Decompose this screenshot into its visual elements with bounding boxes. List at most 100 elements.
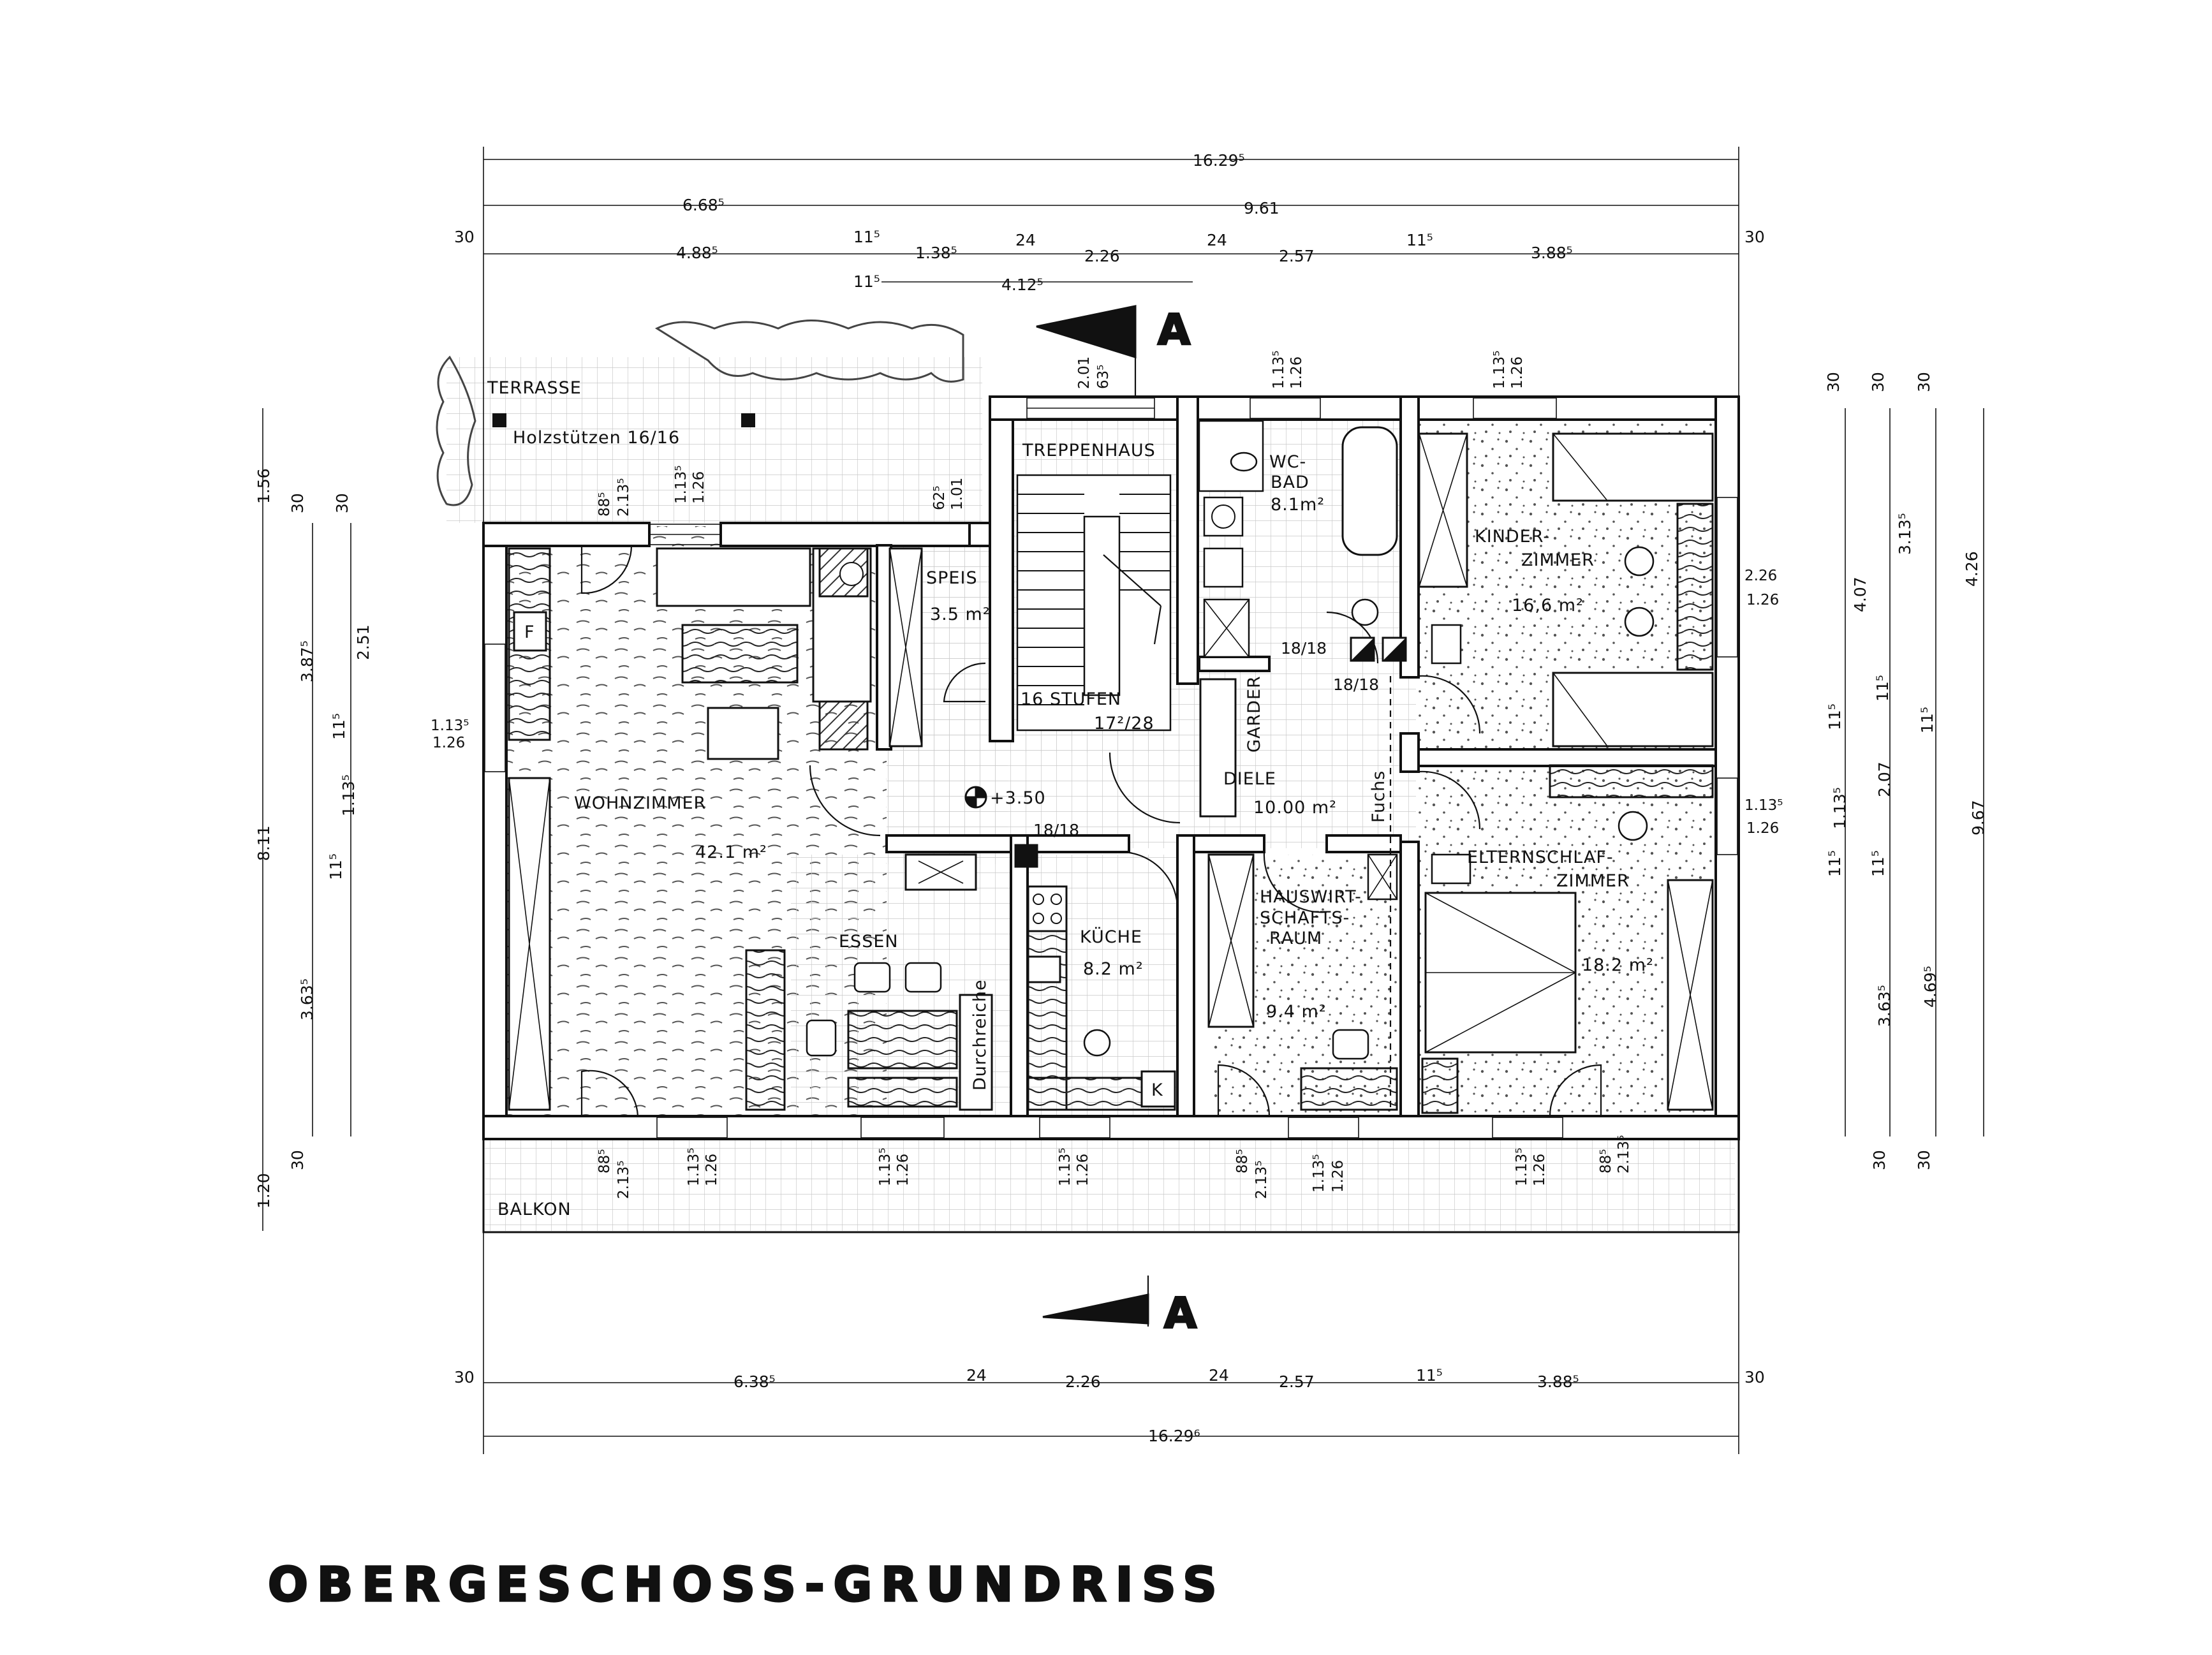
label-garder: GARDER: [1244, 675, 1264, 753]
label-hw-c: RAUM: [1269, 929, 1322, 948]
terrace-post-1: [492, 413, 506, 427]
label-wc-area: 8.1m²: [1271, 495, 1325, 515]
open-terr-door-b: 2.13⁵: [616, 478, 632, 517]
label-wohnzimmer: WOHNZIMMER: [574, 793, 706, 813]
label-eltern-area: 18.2 m²: [1582, 955, 1654, 975]
sink: [1027, 955, 1061, 983]
dim-left-d4: 3.87⁵: [298, 640, 316, 682]
kinder-bed-2: [1552, 672, 1714, 747]
open-b2-a: 1.13⁵: [686, 1148, 702, 1186]
eltern-small: [1431, 853, 1471, 885]
dim-top-seg2: 11⁵: [853, 228, 880, 246]
label-stufen-a: 16 STUFEN: [1021, 689, 1121, 709]
dim-right-r7: 11⁵: [1825, 703, 1844, 730]
dim-left-d6: 11⁵: [330, 713, 348, 740]
open-b5-b: 2.13⁵: [1253, 1161, 1270, 1199]
chair-1: [853, 962, 891, 993]
label-wc-a: WC-: [1269, 452, 1306, 472]
durchreiche-counter: [959, 994, 993, 1111]
terrace-planting: [654, 320, 964, 383]
terrace-post-2: [741, 413, 755, 427]
eltern-sidetable: [1421, 1057, 1459, 1114]
label-hw-b: SCHAFTS-: [1260, 908, 1350, 928]
open-b8-a: 88⁵: [1598, 1149, 1614, 1174]
terrace-area: [446, 357, 982, 523]
label-kueche-area: 8.2 m²: [1083, 959, 1144, 979]
bathtub: [1341, 426, 1398, 556]
wc-basin-2: [1203, 547, 1244, 588]
dim-top-edge-left: 30: [454, 228, 475, 246]
dimensions-right: 30 30 30 4.07 3.13⁵ 4.26 11⁵ 11⁵ 11⁵ 1.1…: [1824, 372, 1987, 1170]
open-kr-b: 1.26: [1746, 592, 1779, 608]
open-b3-a: 1.13⁵: [877, 1148, 894, 1186]
open-speis-a: 62⁵: [931, 486, 948, 511]
dim-bottom-seg1: 6.38⁵: [734, 1372, 776, 1391]
label-kinder-a: KINDER-: [1475, 527, 1550, 547]
label-speis-area: 3.5 m²: [930, 605, 991, 624]
chair-2: [904, 962, 942, 993]
dim-right-r17: 30: [1870, 1150, 1889, 1170]
dim-right-r1: 30: [1824, 372, 1843, 392]
hw-counter: [1300, 1067, 1398, 1111]
dim-left-d11: 30: [288, 1150, 307, 1170]
dim-left-d8: 8.11: [254, 825, 273, 861]
label-wc-b: BAD: [1271, 473, 1309, 492]
bench: [847, 1077, 958, 1108]
hw-basin: [1332, 1029, 1369, 1060]
open-kind-a: 1.13⁵: [1491, 351, 1508, 389]
open-kind-b: 1.26: [1509, 357, 1526, 389]
dimensions-bottom: 30 6.38⁵ 24 2.26 24 2.57 11⁵ 3.88⁵ 30 16…: [454, 1366, 1765, 1445]
dim-right-r16: 4.69⁵: [1921, 966, 1940, 1008]
dim-right-r5: 3.13⁵: [1896, 513, 1914, 555]
section-markers: A A: [1036, 305, 1198, 1339]
open-er-b: 1.26: [1746, 820, 1779, 837]
k-box: [1140, 1070, 1176, 1108]
kinder-bed-1: [1552, 432, 1714, 502]
eltern-dresser: [1549, 764, 1714, 798]
label-balkon: BALKON: [498, 1200, 571, 1219]
dim-bottom-edge-left: 30: [454, 1368, 475, 1387]
shelf-hatched: [818, 700, 869, 751]
stove: [1027, 885, 1068, 932]
open-wc-a: 1.13⁵: [1271, 351, 1287, 389]
label-wohn-area: 42.1 m²: [695, 842, 767, 862]
open-b3-b: 1.26: [895, 1154, 911, 1186]
label-stufen-b: 17²/28: [1094, 714, 1154, 733]
dim-bottom-seg6: 11⁵: [1416, 1366, 1443, 1385]
dim-left-d1: 1.56: [254, 468, 273, 504]
dim-top-edge-right: 30: [1744, 228, 1765, 246]
dim-top-seg3: 1.38⁵: [915, 244, 957, 262]
label-hw-a: HAUSWIRT-: [1260, 887, 1362, 907]
dimensions-left: 1.56 30 30 3.87⁵ 2.51 11⁵ 1.13⁵ 8.11 11⁵…: [254, 468, 372, 1209]
windows: [484, 397, 1738, 1138]
sideboard: [745, 949, 786, 1111]
section-arrow-top: [1036, 305, 1137, 359]
dim-left-d7: 1.13⁵: [339, 774, 358, 816]
dimension-lines: [262, 147, 1984, 1454]
open-speis-b: 1.01: [949, 478, 966, 510]
dim-left-d9: 11⁵: [327, 853, 345, 880]
stair-well: [1083, 515, 1121, 696]
garderobe: [1199, 678, 1237, 818]
chair-3: [806, 1019, 837, 1057]
label-chimney-a: 18/18: [1281, 639, 1327, 658]
dimensions-top: 16.29⁵ 6.68⁵ 9.61 30 30 4.88⁵ 11⁵ 1.38⁵ …: [454, 151, 1765, 294]
label-terrasse: TERRASSE: [487, 378, 582, 398]
vent-symbol: [1351, 598, 1379, 626]
label-durchreiche: Durchreiche: [970, 979, 990, 1091]
doors: [580, 545, 1602, 1117]
label-diele: DIELE: [1223, 769, 1276, 789]
dim-left-d2: 30: [288, 493, 307, 513]
dim-right-r4: 4.07: [1851, 577, 1869, 612]
dim-right-r13: 11⁵: [1825, 850, 1844, 877]
label-essen: ESSEN: [839, 932, 899, 952]
label-holzstuetzen: Holzstützen 16/16: [513, 428, 680, 448]
coffee-table: [681, 624, 799, 684]
dim-right-r11: 2.07: [1875, 761, 1894, 797]
section-label-bottom: A: [1164, 1289, 1197, 1338]
kinder-desk: [1676, 503, 1714, 671]
dim-left-d5: 2.51: [354, 624, 372, 660]
label-treppenhaus: TREPPENHAUS: [1022, 441, 1156, 460]
wc-toilet-zone: [1198, 420, 1264, 492]
